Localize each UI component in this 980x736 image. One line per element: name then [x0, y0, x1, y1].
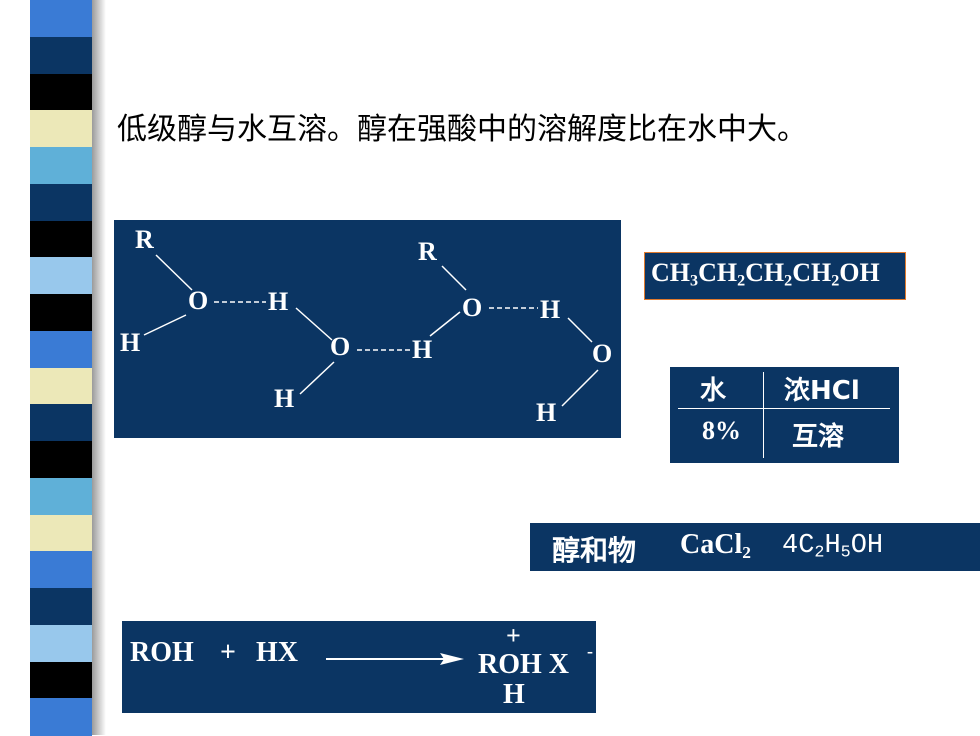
- stripe-segment: [30, 220, 92, 258]
- stripe-segment: [30, 330, 92, 368]
- solvate-formula-cacl2: CaCl2: [680, 529, 751, 562]
- reactant-hx: HX: [256, 637, 298, 668]
- stripe-segment: [30, 257, 92, 295]
- stripe-segment: [30, 0, 92, 38]
- atom-h-o1-left: H: [120, 328, 140, 357]
- stripe-segment: [30, 183, 92, 221]
- table-vertical-divider: [763, 372, 764, 458]
- atom-h-bridge3: H: [540, 295, 560, 324]
- table-value-conc-hcl: 互溶: [792, 422, 845, 452]
- atom-h-bridge1: H: [268, 287, 288, 316]
- reaction-panel: ROH + HX + ROH X - H: [122, 621, 596, 713]
- product-minus: -: [587, 641, 593, 661]
- atom-o1: O: [188, 286, 208, 315]
- reaction-arrow-svg: [326, 653, 464, 665]
- atom-h-o4-bottom: H: [536, 398, 556, 427]
- decorative-stripe-bar: [30, 0, 92, 736]
- reaction-arrow-head: [440, 653, 464, 665]
- atom-o4: O: [592, 339, 612, 368]
- stripe-segment: [30, 624, 92, 662]
- stripe-segment: [30, 661, 92, 699]
- bond-o2-h-bottom: [299, 361, 335, 395]
- table-header-water: 水: [700, 376, 727, 406]
- butanol-formula-box: CH3CH2CH2CH2OH: [644, 252, 906, 300]
- solvate-label: 醇和物: [552, 534, 637, 567]
- stripe-segment: [30, 73, 92, 111]
- stripe-segment: [30, 477, 92, 515]
- bond-o4-h-bottom: [561, 369, 599, 407]
- table-horizontal-divider: [678, 408, 890, 409]
- bond-h-o3: [429, 311, 461, 337]
- stripe-segment: [30, 110, 92, 148]
- stripe-segment: [30, 698, 92, 736]
- stripe-segment: [30, 367, 92, 405]
- stripe-segment: [30, 404, 92, 442]
- atom-r2: R: [418, 237, 437, 266]
- stripe-segment: [30, 294, 92, 332]
- hydrogen-bond-svg: R O H H O H H R O H O H: [120, 225, 612, 427]
- bond-h-o4: [567, 317, 593, 343]
- stripe-segment: [30, 551, 92, 589]
- product-roh-x: ROH X: [478, 649, 569, 680]
- solvate-formula-ethanol: 4C2H5OH: [782, 531, 884, 563]
- bond-h-o1: [143, 314, 187, 336]
- solvate-strip: 醇和物 CaCl2 4C2H5OH: [530, 523, 980, 571]
- atom-o2: O: [330, 332, 350, 361]
- solubility-table: 水 浓HCl 8% 互溶: [670, 367, 899, 463]
- reaction-plus: +: [220, 637, 236, 668]
- atom-h-bridge2: H: [412, 335, 432, 364]
- stripe-segment: [30, 147, 92, 185]
- atom-o3: O: [462, 293, 482, 322]
- table-value-water: 8%: [702, 416, 741, 445]
- product-charge-plus: +: [506, 621, 521, 650]
- bond-h-o2: [295, 307, 333, 341]
- atom-r1: R: [135, 225, 154, 254]
- stripe-segment: [30, 514, 92, 552]
- atom-h-o2-bottom: H: [274, 384, 294, 413]
- hydrogen-bond-diagram: R O H H O H H R O H O H: [114, 220, 621, 438]
- stripe-shadow: [92, 0, 106, 735]
- bond-r1-o1: [155, 254, 193, 291]
- bond-r2-o3: [441, 265, 467, 291]
- product-h: H: [503, 679, 525, 710]
- table-header-conc-hcl: 浓HCl: [784, 376, 860, 406]
- butanol-formula: CH3CH2CH2CH2OH: [651, 258, 880, 290]
- slide-heading: 低级醇与水互溶。醇在强酸中的溶解度比在水中大。: [117, 112, 807, 147]
- stripe-segment: [30, 441, 92, 479]
- reactant-roh: ROH: [130, 637, 194, 668]
- stripe-segment: [30, 588, 92, 626]
- stripe-segment: [30, 36, 92, 74]
